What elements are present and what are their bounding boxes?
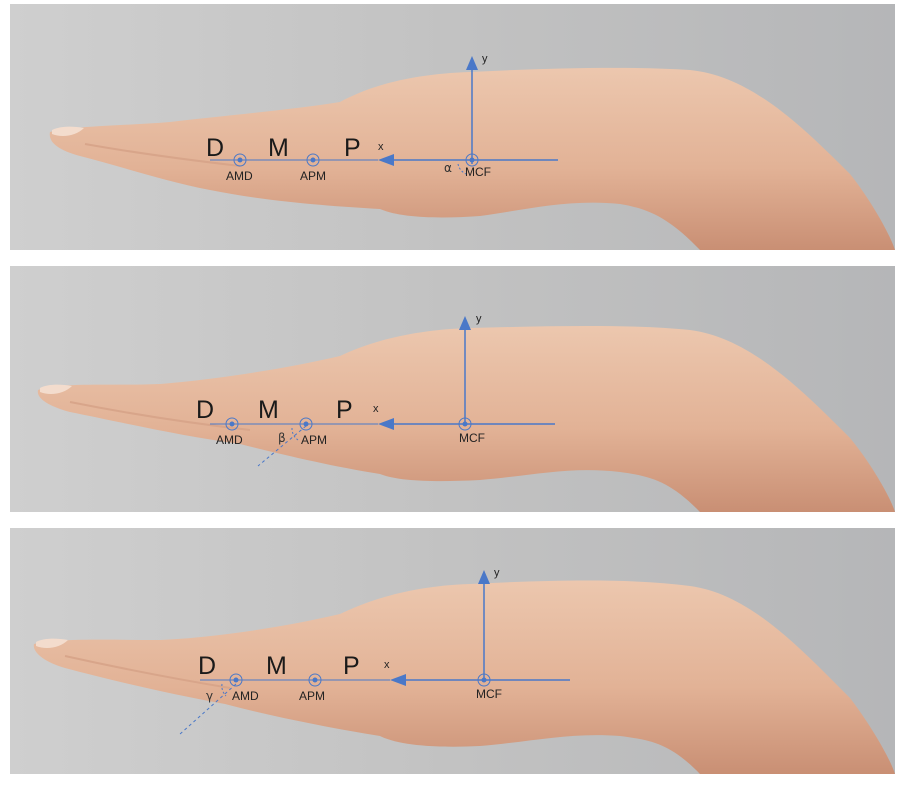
distal-label: D: [196, 396, 214, 424]
mcf-label: MCF: [476, 687, 502, 701]
x-axis-label: x: [373, 403, 379, 415]
distal-label: D: [206, 134, 224, 162]
gamma-angle-label: γ: [206, 689, 213, 703]
distal-label: D: [198, 652, 216, 680]
middle-label: M: [266, 652, 287, 680]
proximal-label: P: [343, 652, 360, 680]
apm-label: APM: [299, 689, 325, 703]
x-axis-label: x: [378, 141, 384, 153]
proximal-label: P: [336, 396, 353, 424]
y-axis-label: y: [482, 53, 488, 65]
beta-angle-label: β: [278, 431, 286, 445]
mcf-label: MCF: [465, 165, 491, 179]
alpha-angle-label: α: [444, 161, 452, 175]
amd-label: AMD: [232, 689, 259, 703]
y-axis-label: y: [476, 313, 482, 325]
y-axis-label: y: [494, 567, 500, 579]
panel-1-mcf-angle: D M P AMD APM MCF x y α: [10, 4, 895, 250]
apm-label: APM: [301, 433, 327, 447]
middle-label: M: [268, 134, 289, 162]
mcf-label: MCF: [459, 431, 485, 445]
proximal-label: P: [344, 134, 361, 162]
hand-diagram-1: D M P AMD APM MCF x y α: [10, 4, 895, 250]
apm-label: APM: [300, 169, 326, 183]
panel-3-dip-angle: D M P AMD APM MCF x y γ: [10, 528, 895, 774]
panel-2-pip-angle: D M P AMD APM MCF x y β: [10, 266, 895, 512]
middle-label: M: [258, 396, 279, 424]
amd-label: AMD: [226, 169, 253, 183]
amd-label: AMD: [216, 433, 243, 447]
x-axis-label: x: [384, 659, 390, 671]
hand-diagram-2: D M P AMD APM MCF x y β: [10, 266, 895, 512]
hand-diagram-3: D M P AMD APM MCF x y γ: [10, 528, 895, 774]
